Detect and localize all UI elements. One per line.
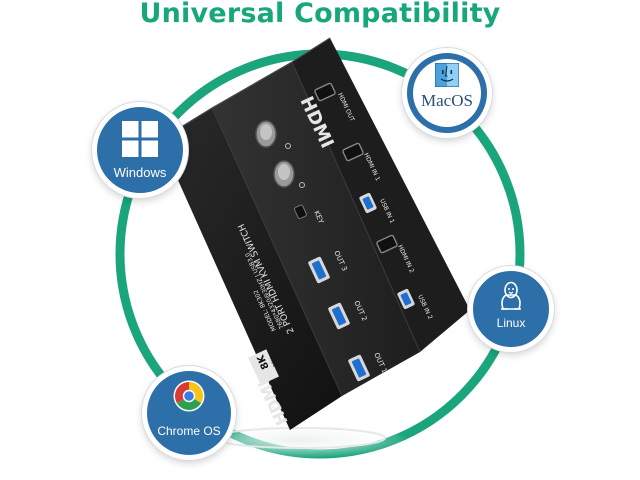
tux-penguin-icon xyxy=(501,281,521,310)
hdmi-port-in-1[interactable] xyxy=(342,142,364,162)
hdmi-port-in-2[interactable] xyxy=(376,234,398,254)
usb-port-out-2[interactable] xyxy=(328,302,351,330)
usb-port-out-3[interactable] xyxy=(308,256,331,284)
linux-label: Linux xyxy=(496,316,526,330)
rear-panel xyxy=(292,38,470,352)
badge-30hz-label: 30Hz xyxy=(268,353,279,367)
macos-label: MacOS xyxy=(421,91,473,110)
usb-port-out-1[interactable] xyxy=(348,354,371,382)
finder-face-icon xyxy=(435,63,459,87)
key-port xyxy=(293,204,307,219)
chrome-logo-icon xyxy=(173,380,205,412)
switch-button-1[interactable] xyxy=(255,120,277,148)
windows-badge: Windows xyxy=(92,102,188,198)
hdmi-port-out[interactable] xyxy=(314,82,336,102)
led-indicator-1 xyxy=(285,143,291,149)
front-panel xyxy=(160,108,342,430)
kvm-switch-device: HDMI KEY OUT 3 OUT xyxy=(159,37,470,430)
switch-button-2[interactable] xyxy=(273,160,295,188)
usb-port-in-2[interactable] xyxy=(397,288,415,310)
led-indicator-2 xyxy=(299,182,305,188)
usb-port-in-1[interactable] xyxy=(359,192,377,214)
windows-logo-icon xyxy=(122,121,158,157)
windows-label: Windows xyxy=(113,165,167,180)
page-title: Universal Compatibility xyxy=(139,0,501,29)
chrome-os-label: Chrome OS xyxy=(157,424,221,438)
chrome-os-badge: Chrome OS xyxy=(142,366,236,460)
linux-badge: Linux xyxy=(468,266,554,352)
macos-badge: MacOS xyxy=(402,48,492,138)
8k-badge xyxy=(248,349,279,385)
